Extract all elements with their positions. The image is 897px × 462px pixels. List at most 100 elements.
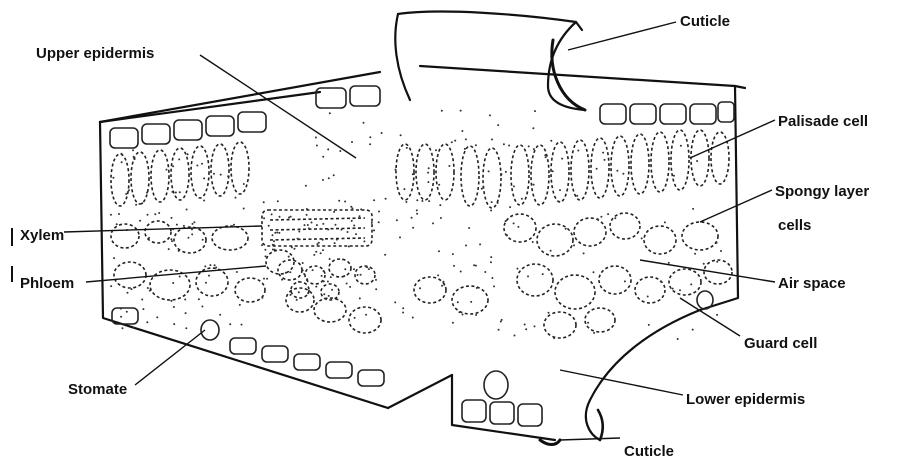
upper-epidermis-cells: [110, 86, 734, 148]
stipple-dot: [604, 159, 606, 161]
stipple-dot: [553, 337, 555, 339]
stipple-dot: [121, 153, 123, 155]
stipple-dot: [233, 224, 235, 226]
stipple-dot: [490, 261, 492, 263]
stipple-dot: [261, 297, 263, 299]
stipple-dot: [460, 271, 462, 273]
stipple-dot: [368, 268, 370, 270]
stipple-dot: [263, 201, 265, 203]
stipple-dot: [359, 215, 361, 217]
stipple-dot: [458, 311, 460, 313]
stipple-dot: [198, 298, 200, 300]
stipple-dot: [360, 274, 362, 276]
stipple-dot: [291, 246, 293, 248]
label-phloem: Phloem: [20, 275, 74, 292]
stipple-dot: [482, 186, 484, 188]
guard-cell-shape: [697, 291, 713, 309]
stipple-dot: [587, 182, 589, 184]
stipple-dot: [428, 200, 430, 202]
stipple-dot: [178, 250, 180, 252]
stipple-dot: [509, 206, 511, 208]
stipple-dot: [692, 329, 694, 331]
stipple-dot: [179, 276, 181, 278]
stipple-dot: [351, 141, 353, 143]
stipple-dot: [171, 240, 173, 242]
stipple-dot: [121, 161, 123, 163]
stipple-dot: [576, 195, 578, 197]
stipple-dot: [272, 249, 274, 251]
stipple-dot: [330, 276, 332, 278]
stipple-dot: [110, 285, 112, 287]
stipple-dot: [363, 240, 365, 242]
lower-epidermis-cells: [112, 291, 713, 426]
stipple-dot: [660, 281, 662, 283]
stipple-dot: [668, 262, 670, 264]
stipple-dot: [302, 262, 304, 264]
stipple-dot: [394, 301, 396, 303]
stipple-dot: [552, 170, 554, 172]
stipple-dot: [513, 222, 515, 224]
stipple-dot: [517, 226, 519, 228]
stipple-dot: [384, 254, 386, 256]
stipple-dot: [476, 287, 478, 289]
stipple-dot: [490, 210, 492, 212]
stipple-dot: [475, 265, 477, 267]
stipple-dot: [263, 278, 265, 280]
stipple-dot: [311, 222, 313, 224]
stipple-dot: [289, 271, 291, 273]
stipple-dot: [209, 264, 211, 266]
stipple-dot: [677, 338, 679, 340]
stipple-dot: [346, 283, 348, 285]
stipple-dot: [188, 237, 190, 239]
stipple-dot: [503, 143, 505, 145]
stipple-dot: [593, 271, 595, 273]
stipple-dot: [411, 217, 413, 219]
stipple-dot: [561, 158, 563, 160]
stipple-dot: [315, 251, 317, 253]
stipple-dot: [146, 321, 148, 323]
stipple-dot: [534, 110, 536, 112]
stipple-dot: [497, 124, 499, 126]
label-upper-epidermis: Upper epidermis: [36, 45, 154, 62]
stipple-dot: [550, 140, 552, 142]
stipple-dot: [318, 242, 320, 244]
stipple-dot: [481, 188, 483, 190]
stipple-dot: [600, 216, 602, 218]
stipple-dot: [421, 200, 423, 202]
stipple-dot: [371, 222, 373, 224]
stipple-dot: [306, 214, 308, 216]
stipple-dot: [110, 214, 112, 216]
label-guard-cell: Guard cell: [744, 335, 817, 352]
stipple-dot: [338, 200, 340, 202]
stipple-dot: [542, 273, 544, 275]
stipple-dot: [508, 145, 510, 147]
stipple-dot: [341, 229, 343, 231]
stipple-dot: [185, 327, 187, 329]
label-lower-epidermis: Lower epidermis: [686, 391, 805, 408]
stipple-dot: [183, 225, 185, 227]
stipple-dot: [322, 156, 324, 158]
stipple-dot: [302, 269, 304, 271]
stipple-dot: [690, 283, 692, 285]
stipple-dot: [312, 269, 314, 271]
stipple-dot: [493, 285, 495, 287]
stipple-dot: [323, 293, 325, 295]
stipple-dot: [488, 170, 490, 172]
stipple-dot: [696, 160, 698, 162]
stipple-dot: [501, 319, 503, 321]
stipple-dot: [360, 208, 362, 210]
stipple-dot: [378, 221, 380, 223]
stipple-dot: [443, 281, 445, 283]
stipple-dot: [146, 192, 148, 194]
stipple-dot: [506, 234, 508, 236]
stipple-dot: [321, 275, 323, 277]
label-stomate: Stomate: [68, 381, 127, 398]
stipple-dot: [133, 326, 135, 328]
stipple-dot: [454, 140, 456, 142]
stipple-dot: [203, 177, 205, 179]
stipple-dot: [320, 252, 322, 254]
stipple-dot: [462, 314, 464, 316]
stipple-dot: [602, 152, 604, 154]
stipple-dot: [342, 259, 344, 261]
stipple-dot: [343, 275, 345, 277]
